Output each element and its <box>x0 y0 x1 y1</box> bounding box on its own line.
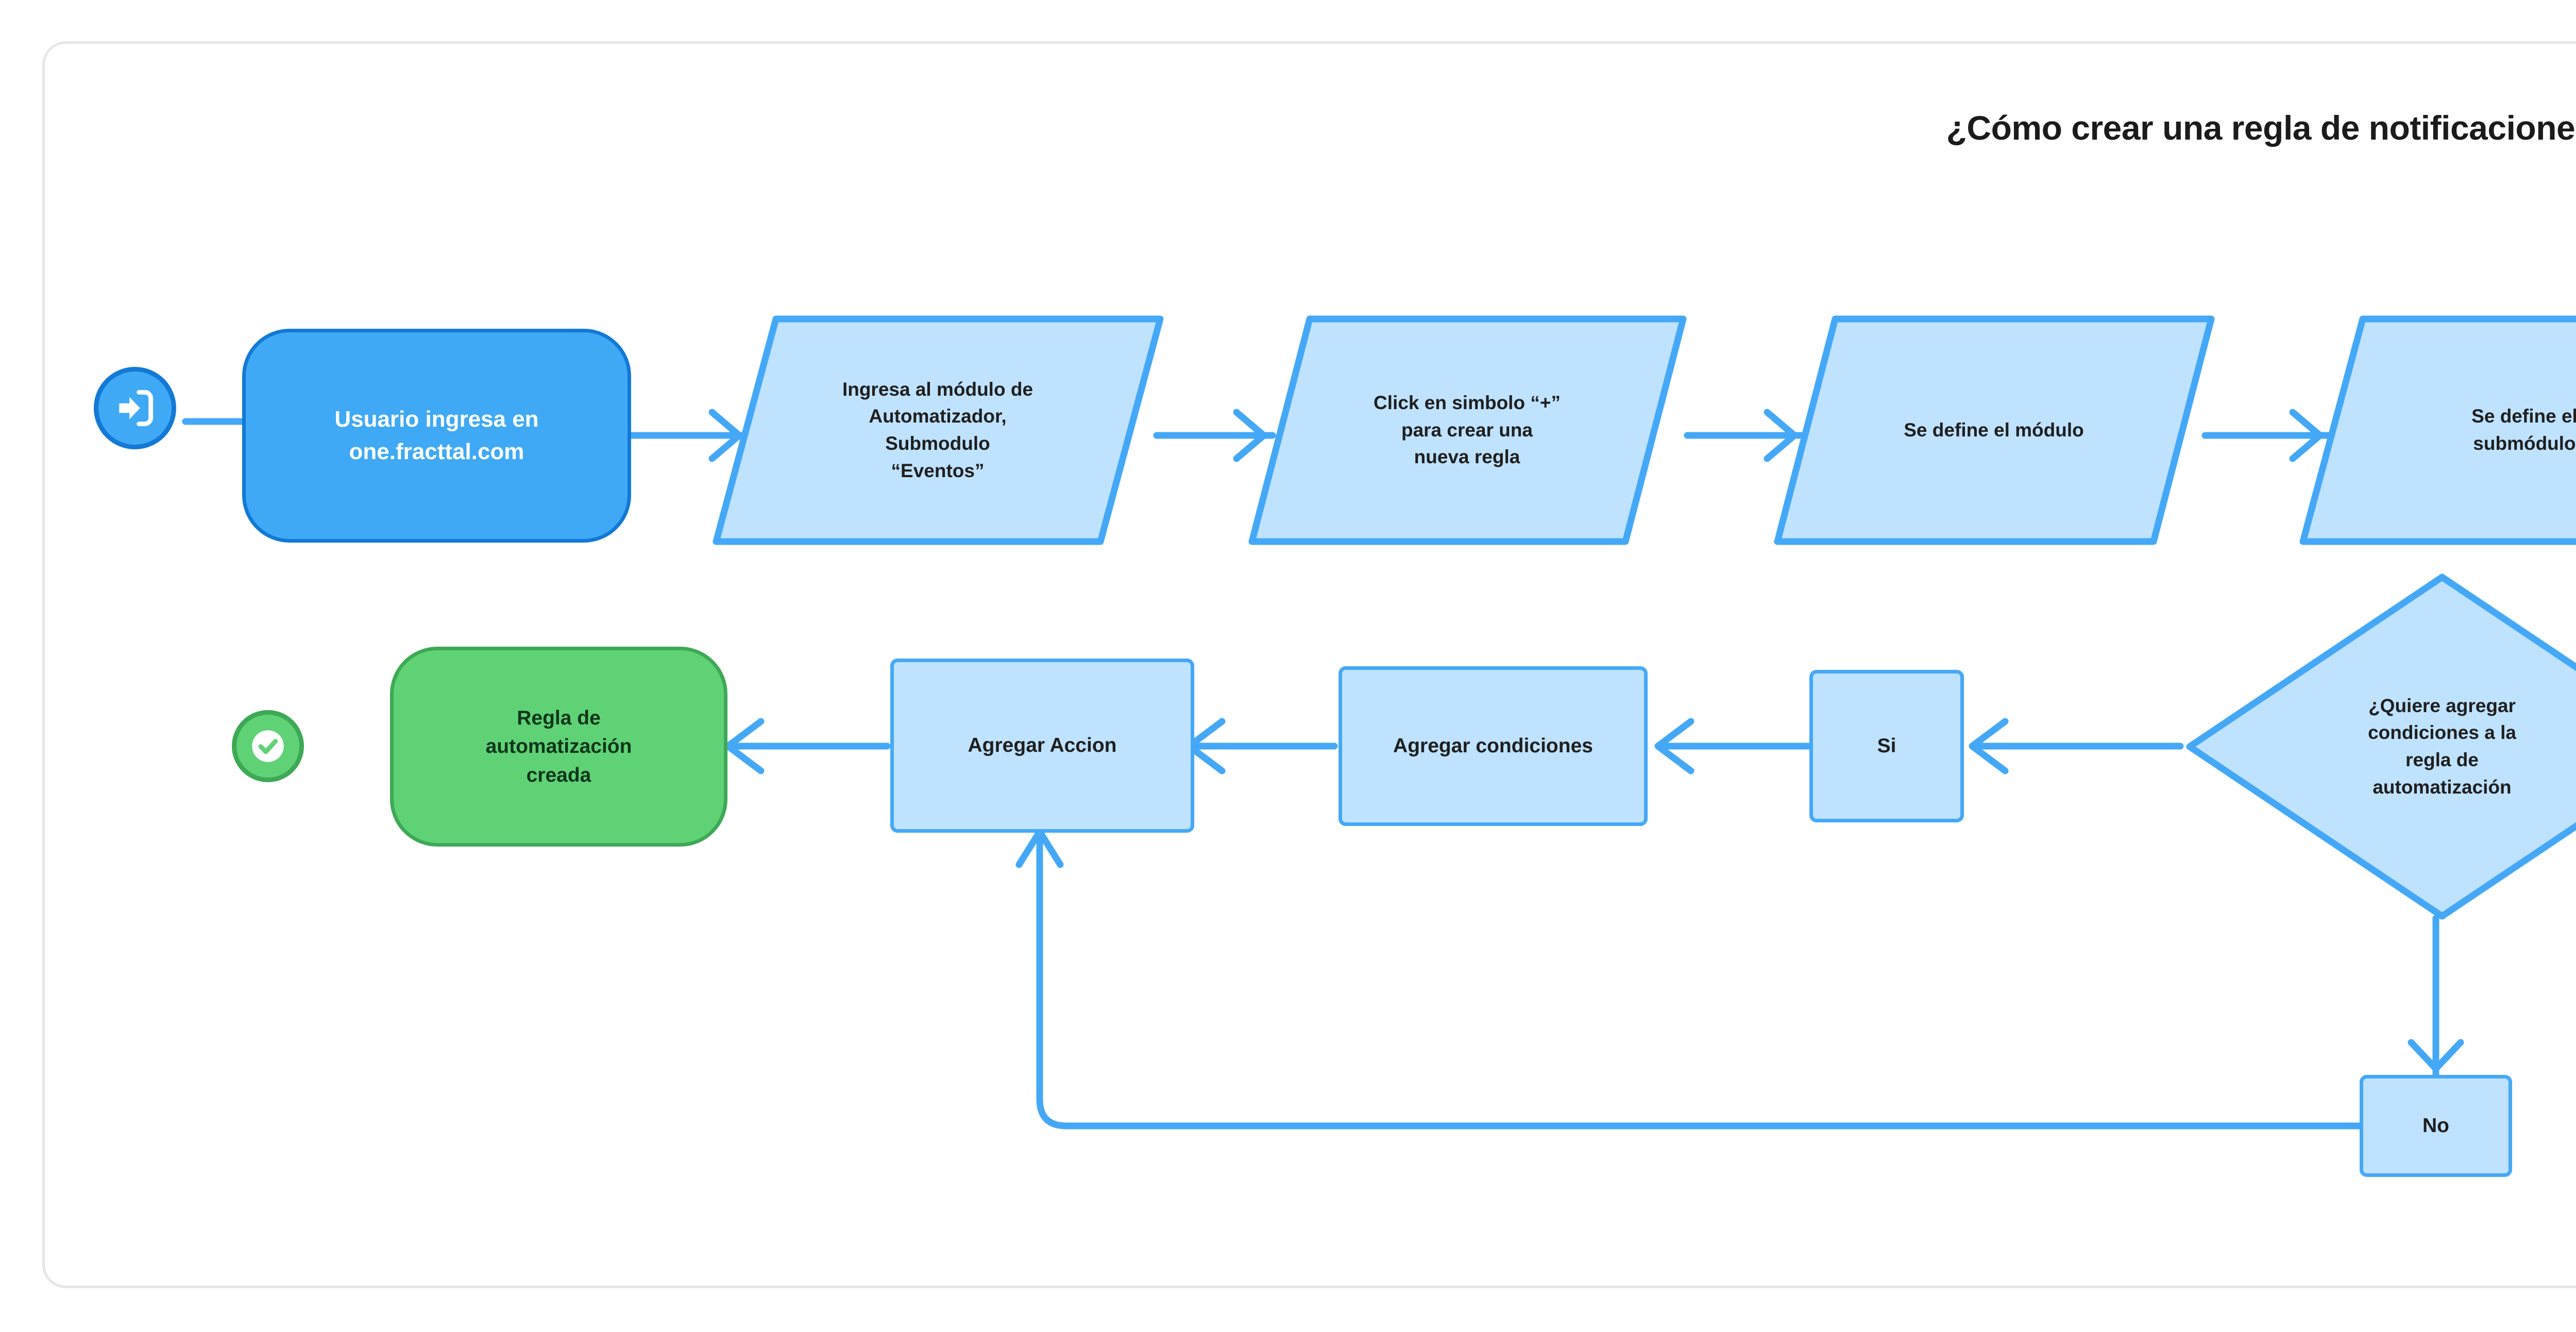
login-arrow-icon <box>119 390 154 427</box>
step1-line3: Submodulo <box>885 433 990 454</box>
branch-si-label: Si <box>1877 735 1896 757</box>
circle-check-icon <box>252 730 284 762</box>
start-icon-badge <box>94 367 176 449</box>
step2-line3: nueva regla <box>1414 446 1520 468</box>
end-terminator-line2: automatización <box>485 735 632 758</box>
decision-line3: regla de <box>2405 749 2479 770</box>
step1-line1: Ingresa al módulo de <box>842 378 1033 400</box>
decision-line4: automatización <box>2372 776 2512 798</box>
node-branch-si[interactable]: Si <box>1809 670 1964 822</box>
node-start-terminator[interactable]: Usuario ingresa en one.fracttal.com <box>242 329 631 543</box>
parallelogram-shape <box>1772 312 2215 549</box>
node-agregar-condiciones[interactable]: Agregar condiciones <box>1338 666 1648 826</box>
step4-line1: Se define el <box>2471 406 2576 427</box>
step3-line1: Se define el módulo <box>1904 419 2084 441</box>
agregar-accion-label: Agregar Accion <box>968 734 1117 757</box>
node-step-define-modulo[interactable]: Se define el módulo <box>1772 312 2215 549</box>
page-title: ¿Cómo crear una regla de notificaciones … <box>1946 109 2576 147</box>
node-step-modulo-automatizador[interactable]: Ingresa al módulo de Automatizador, Subm… <box>711 312 1164 549</box>
start-terminator-line1: Usuario ingresa en <box>334 407 539 432</box>
end-terminator-line3: creada <box>526 764 591 786</box>
start-terminator-line2: one.fracttal.com <box>349 439 524 464</box>
step1-line4: “Eventos” <box>891 460 985 481</box>
decision-line1: ¿Quiere agregar <box>2368 695 2516 716</box>
node-decision-condiciones[interactable]: ¿Quiere agregar condiciones a la regla d… <box>2184 572 2576 921</box>
node-step-click-plus[interactable]: Click en simbolo “+” para crear una nuev… <box>1247 312 1687 549</box>
node-branch-no[interactable]: No <box>2360 1075 2512 1177</box>
step2-line2: para crear una <box>1401 419 1533 441</box>
parallelogram-shape <box>1247 312 1687 549</box>
step1-line2: Automatizador, <box>869 406 1007 427</box>
parallelogram-shape <box>711 312 1164 549</box>
end-icon-badge <box>232 710 304 782</box>
step2-line1: Click en simbolo “+” <box>1374 392 1561 414</box>
step4-line2: submódulo <box>2473 433 2576 454</box>
node-agregar-accion[interactable]: Agregar Accion <box>890 659 1194 833</box>
node-end-terminator[interactable]: Regla de automatización creada <box>390 647 727 847</box>
agregar-condiciones-label: Agregar condiciones <box>1393 735 1593 757</box>
decision-line2: condiciones a la <box>2368 722 2516 744</box>
diamond-shape <box>2184 572 2576 921</box>
branch-no-label: No <box>2422 1115 2449 1137</box>
node-step-define-submodulo[interactable]: Se define el submódulo <box>2298 312 2576 549</box>
parallelogram-shape <box>2298 312 2576 549</box>
end-terminator-line1: Regla de <box>517 706 601 729</box>
